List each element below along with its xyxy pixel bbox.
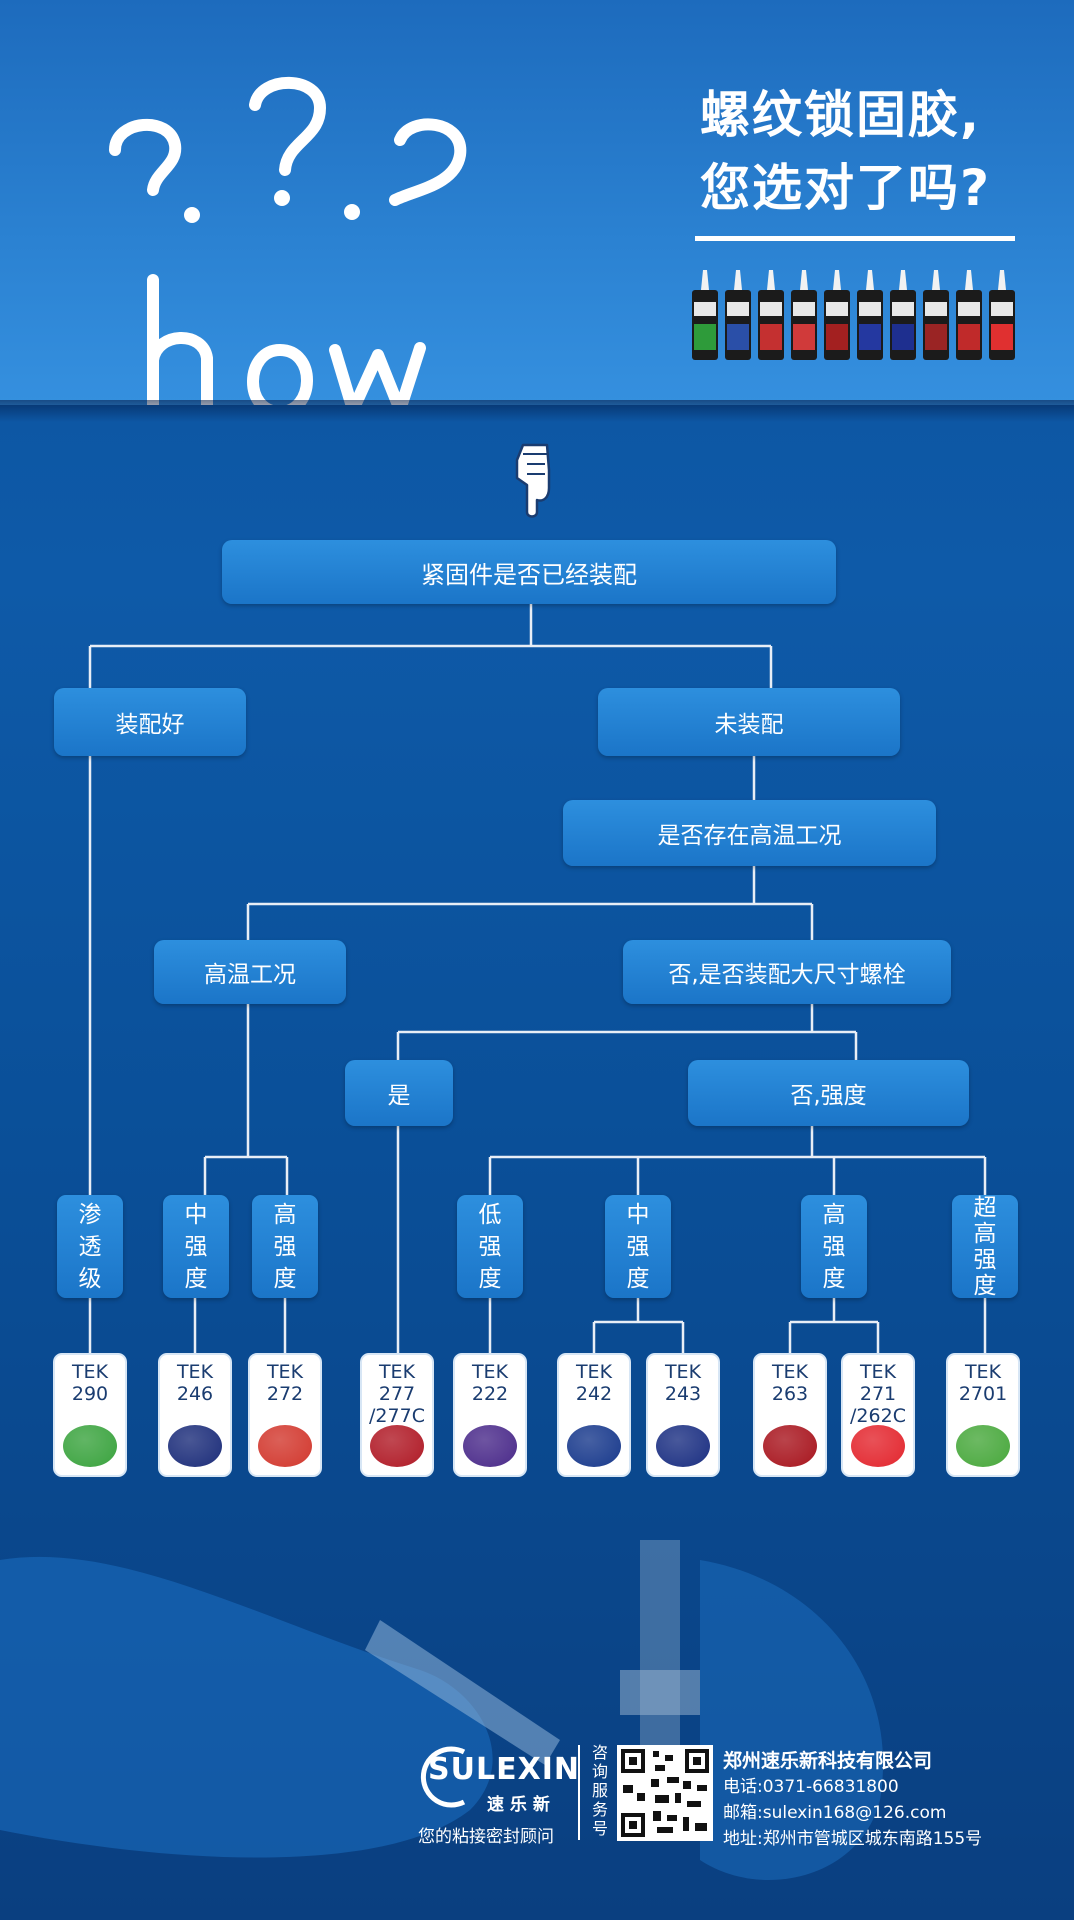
no-strength-box: 否,强度 [688, 1060, 969, 1126]
product-bottle [692, 270, 718, 360]
product-bottle [890, 270, 916, 360]
product-bottle [758, 270, 784, 360]
low-strength-box: 低强度 [457, 1195, 523, 1298]
color-swatch [168, 1425, 222, 1467]
root-question-box: 紧固件是否已经装配 [222, 540, 836, 604]
unassembled-box: 未装配 [598, 688, 900, 756]
large-bolt-question-box: 否,是否装配大尺寸螺栓 [623, 940, 951, 1004]
product-bottle [824, 270, 850, 360]
assembled-box: 装配好 [54, 688, 246, 756]
slogan: 您的粘接密封顾问 [418, 1827, 554, 1847]
contact-phone: 电话:0371-66831800 [723, 1777, 899, 1797]
high-strength-box: 高强度 [801, 1195, 867, 1298]
color-swatch [956, 1425, 1010, 1467]
glove-bolt-illustration [0, 1540, 884, 1880]
high-temp-medium-strength-box: 中强度 [163, 1195, 229, 1298]
color-swatch [258, 1425, 312, 1467]
company-name: 郑州速乐新科技有限公司 [723, 1750, 933, 1772]
ultra-high-strength-box: 超高强度 [952, 1195, 1018, 1299]
product-bottle [956, 270, 982, 360]
headline-line-2: 您选对了吗? [700, 159, 992, 217]
contact-email[interactable]: 邮箱:sulexin168@126.com [723, 1803, 947, 1823]
headline-underline [695, 236, 1015, 241]
question-doodle: how [109, 76, 467, 405]
qr-code[interactable] [617, 1745, 713, 1841]
header-banner: how 螺纹锁固胶, 您选对了吗? [0, 0, 1074, 405]
logo-chinese-name: 速 乐 新 [487, 1795, 550, 1815]
color-swatch [763, 1425, 817, 1467]
product-bottle [857, 270, 883, 360]
logo-wordmark: SULEXIN [428, 1752, 580, 1787]
color-swatch [656, 1425, 710, 1467]
product-bottle [923, 270, 949, 360]
product-bottles [692, 270, 1015, 360]
contact-address: 地址:郑州市管城区城东南路155号 [723, 1829, 983, 1849]
color-swatch [463, 1425, 517, 1467]
headline-line-1: 螺纹锁固胶, [700, 86, 981, 144]
color-swatch [567, 1425, 621, 1467]
header-shadow [0, 400, 1074, 422]
product-bottle [725, 270, 751, 360]
service-label-vertical: 咨询服务号 [591, 1743, 608, 1838]
yes-box: 是 [345, 1060, 453, 1126]
product-bottle [791, 270, 817, 360]
penetrating-grade-box: 渗透级 [57, 1195, 123, 1298]
pointing-hand-icon [515, 443, 551, 518]
footer-divider [578, 1745, 580, 1840]
color-swatch [370, 1425, 424, 1467]
color-swatch [63, 1425, 117, 1467]
sulexin-logo-mark [420, 1746, 466, 1808]
high-temp-high-strength-box: 高强度 [252, 1195, 318, 1298]
high-temp-question-box: 是否存在高温工况 [563, 800, 936, 866]
color-swatch [851, 1425, 905, 1467]
high-temp-box: 高温工况 [154, 940, 346, 1004]
product-bottle [989, 270, 1015, 360]
medium-strength-box: 中强度 [605, 1195, 671, 1298]
